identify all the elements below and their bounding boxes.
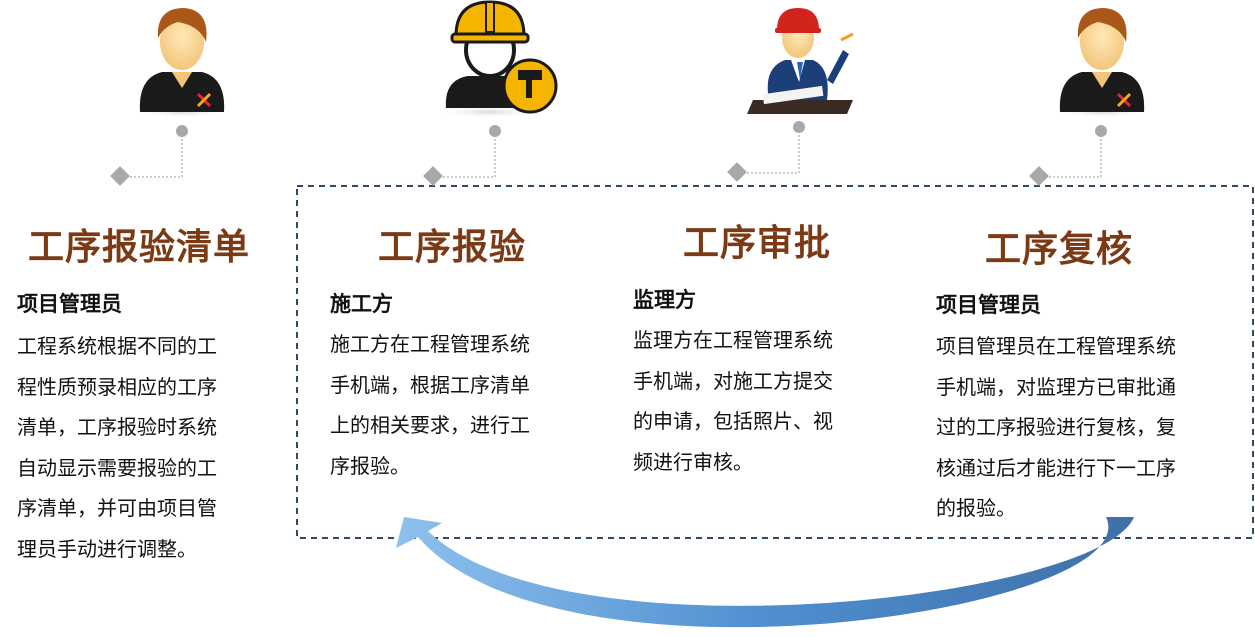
manager-icon [1054, 8, 1150, 118]
step-title: 工序报验 [378, 227, 527, 268]
connector-4 [1041, 131, 1102, 178]
return-arrow [396, 517, 1134, 628]
manager-icon [134, 8, 230, 118]
step-title: 工序报验清单 [28, 227, 251, 268]
step-description: 监理方在工程管理系统 手机端，对施工方提交 的申请，包括照片、视 频进行审核。 [633, 328, 833, 474]
step-description: 工程系统根据不同的工 程性质预录相应的工序 清单，工序报验时系统 自动显示需要报… [17, 334, 217, 561]
step-description: 项目管理员在工程管理系统 手机端，对监理方已审批通 过的工序报验进行复核，复 核… [936, 334, 1176, 520]
step-title: 工序复核 [985, 229, 1134, 270]
construction-worker-icon [438, 0, 558, 118]
step-description: 施工方在工程管理系统 手机端，根据工序清单 上的相关要求，进行工 序报验。 [330, 332, 530, 478]
supervisor-icon [747, 8, 854, 114]
step-role: 项目管理员 [17, 292, 122, 316]
connector-3 [739, 127, 800, 174]
connector-1 [123, 131, 183, 178]
dashed-group-box [296, 185, 1254, 539]
connector-2 [435, 131, 496, 178]
step-role: 监理方 [633, 288, 696, 312]
step-title: 工序审批 [683, 223, 832, 264]
step-role: 施工方 [330, 292, 393, 316]
step-role: 项目管理员 [936, 293, 1041, 317]
